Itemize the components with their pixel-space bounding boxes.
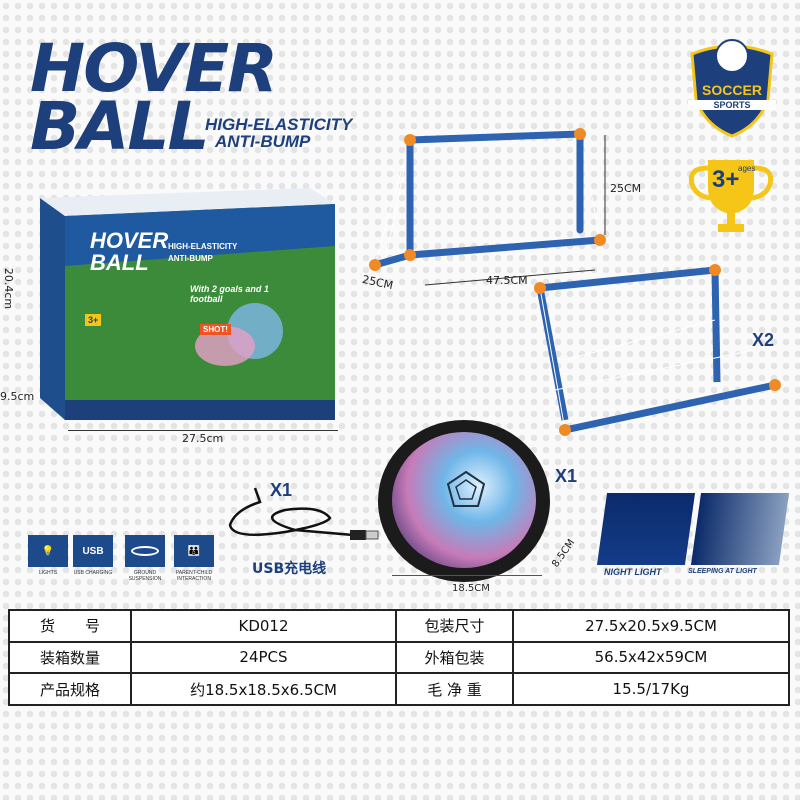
goal-height-label: 25CM (610, 182, 642, 195)
usb-cable-icon (228, 487, 379, 540)
product-box: HOVER BALL HIGH-ELASTICITY ANTI-BUMP Wit… (40, 186, 340, 426)
goal-1 (369, 128, 606, 271)
spec-key: 装箱数量 (8, 640, 132, 675)
box-width-line (68, 430, 338, 431)
shield-icon (690, 39, 774, 138)
box-height-label: 20.4cm (2, 267, 16, 310)
goal-2 (534, 264, 781, 436)
box-contents: With 2 goals and 1 football (190, 284, 269, 304)
logo-line2: BALL (30, 88, 209, 165)
box-shot: SHOT! (200, 324, 231, 335)
logo-line1: HOVER (30, 30, 278, 107)
goal-quantity: X2 (752, 330, 775, 350)
goals-illustration (369, 128, 781, 436)
box-width-label: 27.5cm (182, 432, 224, 445)
scene-label: NIGHT LIGHT (604, 567, 662, 577)
box-logo-2: BALL (90, 250, 149, 275)
spec-value: KD012 (130, 609, 397, 643)
tagline-1: HIGH-ELASTICITY (205, 115, 353, 134)
night-light-scene (596, 493, 696, 565)
badge-title: SOCCER (702, 82, 762, 98)
feature-usb: USB (73, 535, 113, 567)
hover-disc-icon (131, 546, 159, 556)
feature-label: GROUND SUSPENSION (128, 570, 162, 582)
feature-label: PARENT-CHILD INTERACTION (175, 570, 213, 582)
soccer-sports-badge: SOCCER SPORTS (688, 38, 776, 138)
usb-icon: USB (82, 545, 104, 557)
ball-diameter-label: 18.5CM (452, 583, 490, 594)
goal-width-label: 47.5CM (486, 274, 528, 287)
spec-key: 毛 净 重 (395, 672, 514, 706)
ball-light-disc (392, 432, 536, 568)
cable-label: USB充电线 (252, 561, 327, 577)
spec-value: 15.5/17Kg (512, 672, 790, 706)
spec-key: 货 号 (8, 609, 132, 643)
box-shape (40, 188, 335, 420)
box-tagline-2: ANTI-BUMP (168, 254, 213, 263)
spec-key: 包装尺寸 (395, 609, 514, 643)
badge-subtitle: SPORTS (688, 100, 776, 110)
age-number: 3+ (712, 166, 740, 193)
tagline-2: ANTI-BUMP (215, 132, 311, 151)
trophy-icon (688, 160, 774, 232)
box-logo-1: HOVER (90, 228, 169, 253)
spec-key: 产品规格 (8, 672, 132, 706)
ball-diameter-line (392, 575, 542, 576)
spec-key: 外箱包装 (395, 640, 514, 675)
spec-value: 约18.5x18.5x6.5CM (130, 672, 397, 706)
feature-parent-child: 👪 (174, 535, 214, 567)
box-age: 3+ (85, 314, 102, 326)
feature-label: USB CHARGING (73, 570, 113, 576)
scene-label: SLEEPING AT LIGHT (688, 568, 757, 575)
ball-height-label: 8.5CM (550, 537, 578, 570)
spec-value: 56.5x42x59CM (512, 640, 790, 675)
parent-child-icon: 👪 (187, 545, 201, 557)
spec-value: 24PCS (130, 640, 397, 675)
spec-value: 27.5x20.5x9.5CM (512, 609, 790, 643)
box-depth-label: 9.5cm (0, 390, 35, 403)
sleeping-scene (690, 493, 790, 565)
feature-label: LIGHTS (38, 570, 58, 576)
cable-quantity: X1 (270, 480, 293, 500)
box-tagline-1: HIGH-ELASTICITY (168, 242, 238, 251)
age-trophy: 3+ ages (686, 158, 776, 238)
net-emblem-icon (446, 470, 486, 507)
feature-lights: 💡 (28, 535, 68, 567)
age-label: ages (738, 164, 756, 173)
feature-suspension (125, 535, 165, 567)
hover-ball-image (378, 420, 550, 582)
ball-quantity: X1 (555, 466, 578, 486)
bulb-icon: 💡 (41, 545, 55, 557)
